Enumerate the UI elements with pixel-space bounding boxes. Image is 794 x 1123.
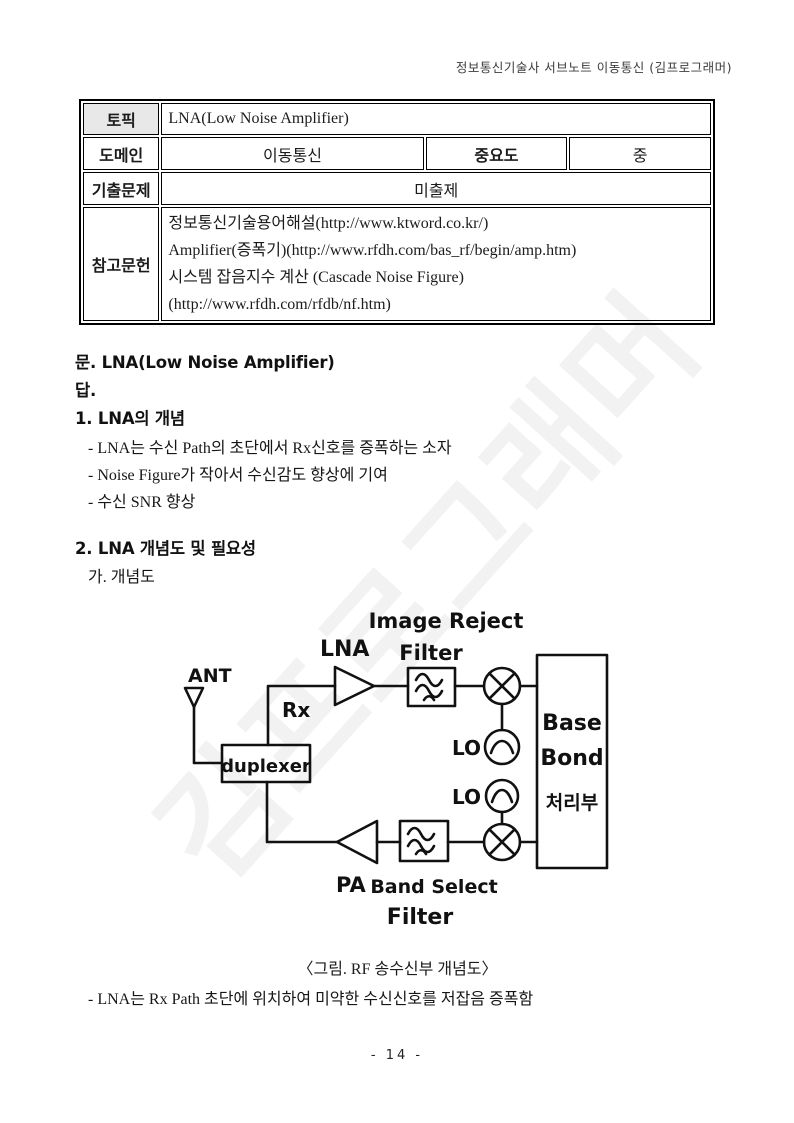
band-select-label: Band Select [370, 876, 497, 898]
lo1-label: LO [452, 736, 481, 760]
reference-line: Amplifier(증폭기)(http://www.rfdh.com/bas_r… [168, 242, 577, 259]
pa-label: PA [336, 873, 366, 897]
figure-caption: 〈그림. RF 송수신부 개념도〉 [297, 961, 498, 978]
rf-transceiver-diagram: ANT duplexer Rx LNA Image Reject Filter [183, 609, 609, 930]
domain-value-cell: 이동통신 [161, 137, 424, 170]
section1-bullet: - 수신 SNR 향상 [88, 494, 196, 511]
past-exam-label-cell: 기출문제 [83, 172, 160, 205]
lo-wave [489, 739, 515, 755]
rx-label: Rx [282, 698, 310, 722]
section2-title: 2. LNA 개념도 및 필요성 [75, 539, 256, 558]
filter-squiggle [414, 848, 428, 856]
filter-top-label: Filter [399, 641, 463, 665]
section2-subitem: 가. 개념도 [88, 569, 155, 586]
filter-squiggle [414, 683, 444, 699]
mixer-cross [488, 828, 516, 856]
table-row-domain: 도메인 이동통신 중요도 중 [83, 137, 711, 170]
filter-squiggle [406, 826, 436, 842]
baseband-label-line3: 처리부 [546, 792, 598, 814]
document-header: 정보통신기술사 서브노트 이동통신 (김프로그래머) [455, 60, 732, 75]
lna-amplifier-triangle [333, 665, 376, 707]
reference-line: (http://www.rfdh.com/rfdb/nf.htm) [168, 296, 391, 313]
filter-squiggle [422, 694, 436, 702]
reference-line: 정보통신기술용어해설(http://www.ktword.co.kr/) [168, 215, 489, 232]
past-exam-value-cell: 미출제 [161, 172, 711, 205]
pa-amplifier-triangle [335, 819, 379, 865]
filter-squiggle [414, 672, 444, 688]
lna-label: LNA [320, 637, 369, 662]
duplexer-label: duplexer [221, 756, 311, 777]
topic-info-table: 토픽 LNA(Low Noise Amplifier) 도메인 이동통신 중요도… [79, 99, 715, 325]
importance-value-cell: 중 [569, 137, 711, 170]
image-reject-filter-box [406, 666, 457, 708]
lo2-label: LO [452, 785, 481, 809]
filter-bottom-label: Filter [387, 905, 454, 930]
question-title: 문. LNA(Low Noise Amplifier) [75, 353, 335, 372]
lo-oscillator-icon [483, 728, 521, 766]
table-row-past-exam: 기출문제 미출제 [83, 172, 711, 205]
image-reject-label: Image Reject [369, 609, 524, 633]
table-row-references: 참고문헌 정보통신기술용어해설(http://www.ktword.co.kr/… [83, 207, 711, 321]
lo-wave [490, 788, 514, 804]
baseband-box [535, 653, 609, 870]
baseband-label-line2: Bond [540, 746, 603, 771]
baseband-label-line1: Base [542, 711, 602, 736]
references-value-cell: 정보통신기술용어해설(http://www.ktword.co.kr/) Amp… [161, 207, 711, 321]
band-select-filter-box [398, 819, 450, 863]
references-label-cell: 참고문헌 [83, 207, 160, 321]
filter-squiggle [406, 838, 436, 854]
ant-label: ANT [188, 665, 232, 687]
domain-label-cell: 도메인 [83, 137, 160, 170]
rx-wire [266, 684, 337, 747]
topic-label-cell: 토픽 [83, 103, 160, 135]
page-number: - 14 - [370, 1048, 424, 1063]
topic-value-cell: LNA(Low Noise Amplifier) [161, 103, 711, 135]
tx-wire [265, 780, 339, 844]
answer-label: 답. [75, 381, 97, 400]
closing-bullet: - LNA는 Rx Path 초단에 위치하여 미약한 수신신호를 저잡음 증폭… [88, 991, 534, 1008]
section1-bullet: - LNA는 수신 Path의 초단에서 Rx신호를 증폭하는 소자 [88, 440, 452, 457]
importance-label-cell: 중요도 [425, 137, 568, 170]
reference-line: 시스템 잡음지수 계산 (Cascade Noise Figure) [168, 269, 464, 286]
section1-bullet: - Noise Figure가 작아서 수신감도 향상에 기여 [88, 467, 388, 484]
mixer-cross [488, 672, 516, 700]
antenna-icon [183, 686, 205, 709]
lo-oscillator-icon [484, 778, 520, 814]
antenna-wire [192, 705, 224, 765]
section1-title: 1. LNA의 개념 [75, 409, 185, 428]
table-row-topic: 토픽 LNA(Low Noise Amplifier) [83, 103, 711, 135]
